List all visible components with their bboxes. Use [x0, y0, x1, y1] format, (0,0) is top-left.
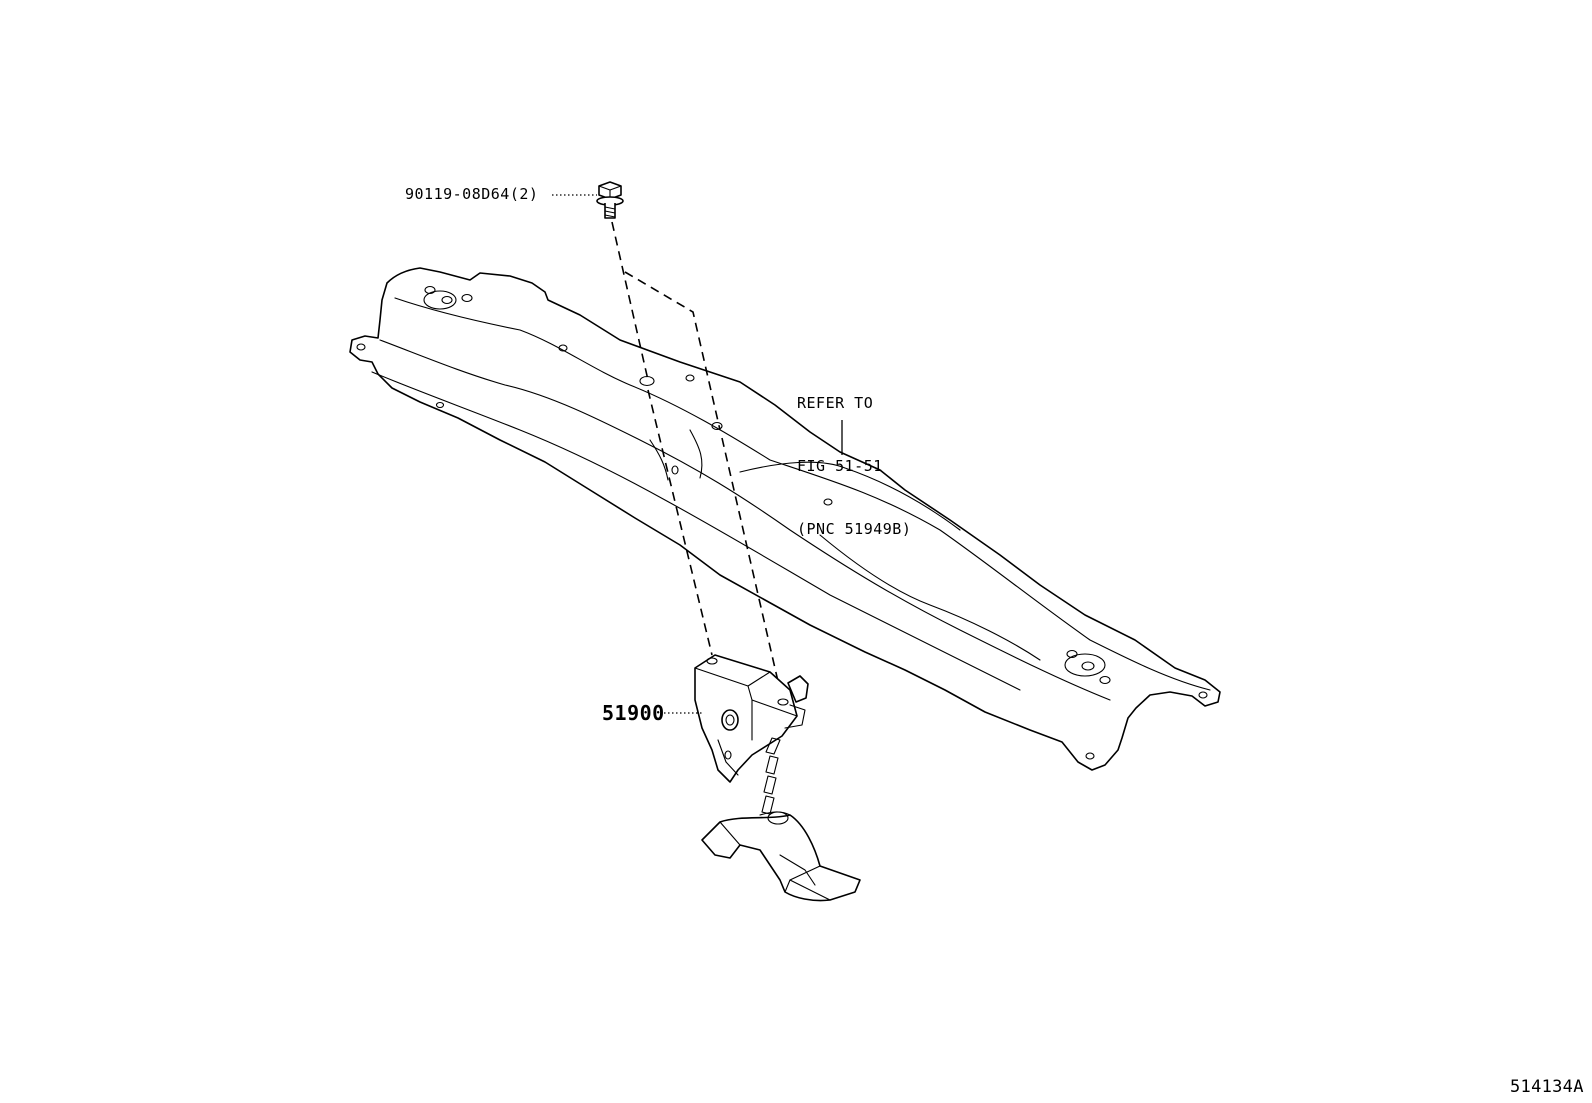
figure-code: 514134A	[1510, 1077, 1584, 1097]
carrier-part-number: 51900	[602, 701, 665, 725]
spare-tire-carrier-icon	[694, 654, 809, 783]
refer-note: REFER TO FIG 51-51 (PNC 51949B)	[797, 351, 911, 561]
refer-line-2: FIG 51-51	[797, 457, 883, 475]
flange-bolt-icon	[596, 181, 624, 219]
assembly-lines	[611, 221, 781, 691]
bolt-part-number: 90119-08D64(2)	[405, 185, 539, 203]
refer-line-3: (PNC 51949B)	[797, 520, 912, 538]
refer-line-1: REFER TO	[797, 394, 874, 412]
crossmember-panel-icon	[349, 267, 1221, 771]
tire-hanger-icon	[701, 811, 861, 902]
chain-icon	[761, 737, 781, 815]
